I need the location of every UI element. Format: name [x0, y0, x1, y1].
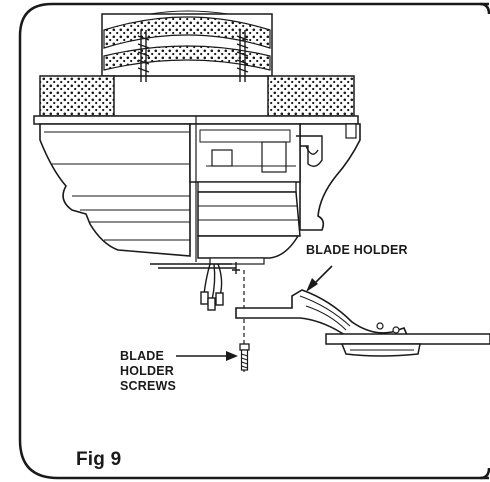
mounting-screws: [137, 30, 249, 82]
screws-label-line-1: BLADE: [120, 349, 165, 363]
blade-holder-screws-label: BLADE HOLDER SCREWS: [120, 349, 176, 394]
figure-caption: Fig 9: [76, 449, 122, 470]
ceiling-box: [101, 10, 273, 77]
motor-housing: [197, 181, 301, 265]
motor-wires: [150, 262, 240, 311]
mounting-bracket: [189, 123, 323, 183]
ceiling-right: [267, 75, 355, 117]
ceiling-left: [39, 75, 115, 117]
blade-holder-label: BLADE HOLDER: [306, 243, 408, 257]
canopy-left: [39, 123, 191, 257]
blade-holder-arrow: [306, 265, 333, 292]
blade-holder-screw: [239, 343, 250, 371]
screws-label-line-3: SCREWS: [120, 379, 177, 393]
screws-label-line-2: HOLDER: [120, 364, 174, 378]
screws-arrow: [176, 351, 238, 361]
canopy-right: [299, 123, 361, 231]
figure-frame: [18, 2, 489, 480]
fan-blade: [325, 333, 490, 357]
